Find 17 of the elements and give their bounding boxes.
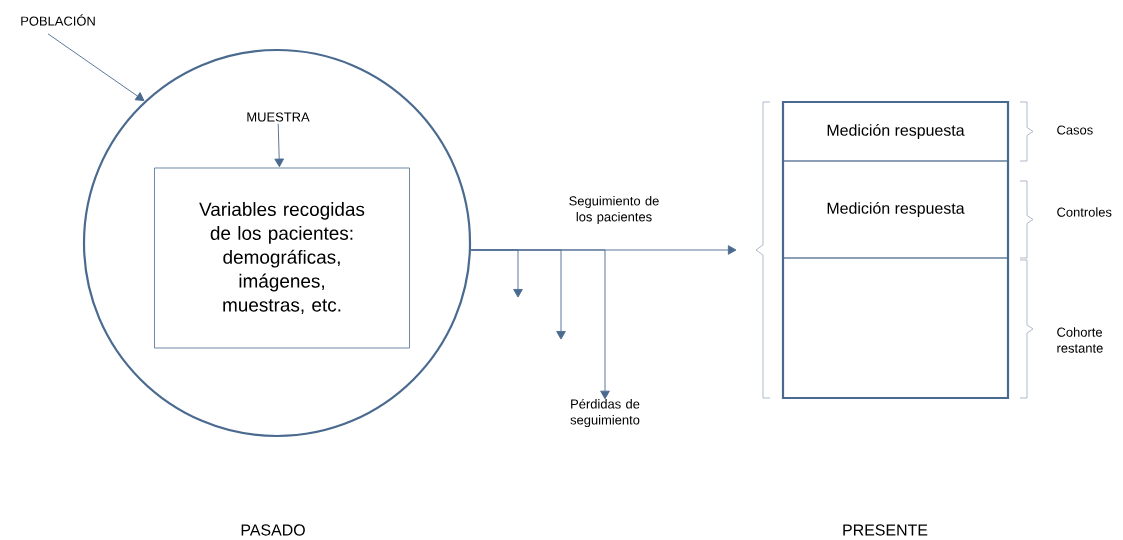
- label-text: MUESTRA: [247, 112, 310, 122]
- text-box: Variables recogidas de los pacientes: demográficas, imágenes, muestras, etc.: [154, 167, 410, 349]
- table-row: Medición respuesta: [782, 101, 1009, 162]
- side-label: Cohorte restante: [1057, 327, 1103, 353]
- arrow: [274, 123, 284, 168]
- circle-outline: [82, 48, 472, 438]
- table-row: Medición respuesta: [782, 160, 1009, 259]
- side-label: Casos: [1057, 125, 1093, 135]
- arrow: [470, 249, 610, 400]
- side-label: Controles: [1057, 207, 1112, 217]
- label-text: Pérdidas de seguimiento: [570, 398, 640, 428]
- arrow: [47, 33, 145, 101]
- edge-label: Seguimiento de los pacientes: [569, 196, 659, 224]
- empty-row: [782, 257, 1009, 399]
- period-label: PASADO: [241, 524, 305, 536]
- period-label: PRESENTE: [843, 524, 928, 536]
- label-text: POBLACIÓN: [21, 14, 95, 26]
